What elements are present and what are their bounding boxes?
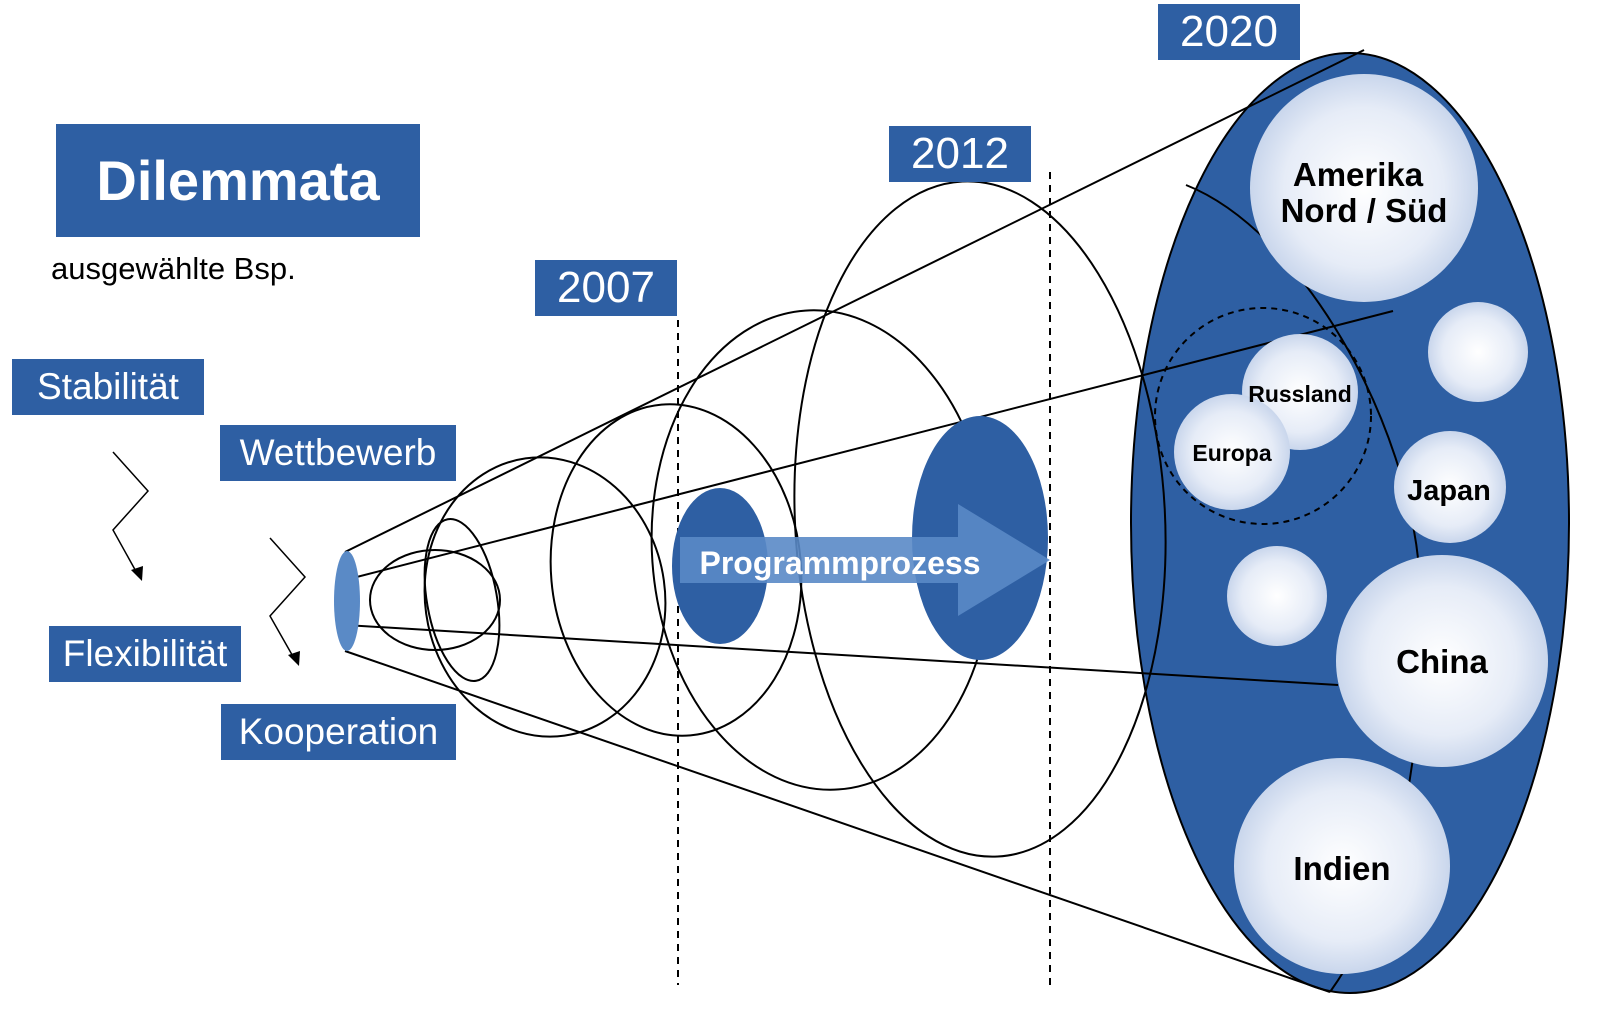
dilemma-label-stabilitaet: Stabilität — [12, 359, 204, 415]
start-ellipse — [334, 551, 360, 651]
ring-2 — [423, 518, 501, 682]
dilemma-label-flexibilitaet: Flexibilität — [49, 626, 241, 682]
region-label-amerika-line1: Amerika — [1293, 156, 1424, 193]
region-label-russland: Russland — [1248, 381, 1352, 407]
zigzag-arrow-competition — [269, 537, 307, 661]
bubble-small-2 — [1227, 546, 1327, 646]
ring-3 — [423, 456, 667, 738]
year-label-2020: 2020 — [1158, 4, 1300, 60]
bubble-china — [1336, 555, 1548, 767]
region-label-europa: Europa — [1192, 440, 1271, 466]
bubble-small-1 — [1428, 302, 1528, 402]
page-subtitle: ausgewählte Bsp. — [51, 251, 296, 286]
region-label-china: China — [1396, 643, 1488, 680]
zigzag-arrowhead-competition — [288, 651, 300, 666]
page-title: Dilemmata — [56, 124, 420, 237]
dilemma-label-wettbewerb: Wettbewerb — [220, 425, 456, 481]
bubble-japan — [1394, 431, 1506, 543]
europe-group-dashed-circle — [1154, 307, 1372, 525]
funnel-inner-lower-line — [344, 624, 1339, 686]
process-arrow-label: Programmprozess — [700, 545, 981, 581]
zigzag-arrowhead-stability — [131, 566, 143, 581]
bubble-europa — [1174, 394, 1290, 510]
zigzag-arrow-stability — [112, 451, 150, 576]
bubble-indien — [1234, 758, 1450, 974]
process-arrow — [680, 504, 1050, 616]
funnel-inner-upper-line — [344, 310, 1394, 581]
year-label-2012: 2012 — [889, 126, 1031, 182]
funnel-top-line — [344, 49, 1365, 553]
year-label-2007: 2007 — [535, 260, 677, 316]
dilemma-label-kooperation: Kooperation — [221, 704, 456, 760]
region-label-amerika-line2: Nord / Süd — [1281, 192, 1448, 229]
region-label-indien: Indien — [1293, 850, 1390, 887]
region-label-japan: Japan — [1407, 475, 1491, 507]
bubble-amerika — [1250, 74, 1478, 302]
funnel-bottom-line — [344, 650, 1331, 993]
